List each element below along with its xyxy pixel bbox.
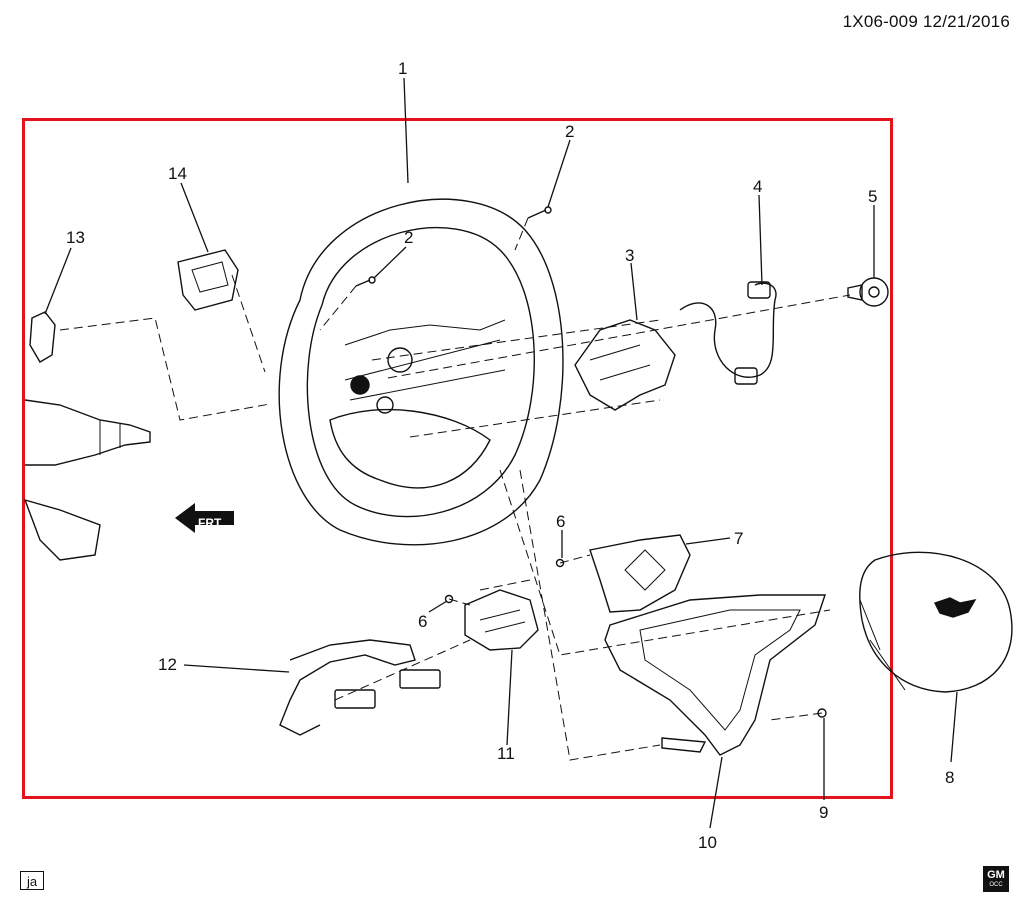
assembly-lines bbox=[59, 217, 851, 761]
callout-2-lower: 2 bbox=[404, 228, 413, 247]
locale-tag: ja bbox=[20, 871, 44, 890]
switch-left bbox=[464, 589, 539, 651]
diagram-id-and-date: 1X06-009 12/21/2016 bbox=[842, 12, 1010, 31]
steering-wheel bbox=[278, 198, 564, 546]
callout-6-left: 6 bbox=[418, 612, 427, 631]
mounting-bracket bbox=[574, 319, 676, 411]
screw-left bbox=[444, 594, 454, 604]
callout-14: 14 bbox=[168, 164, 187, 183]
callout-3: 3 bbox=[625, 246, 634, 265]
diagram-frame bbox=[22, 118, 893, 799]
horn-button bbox=[29, 311, 56, 363]
callout-7: 7 bbox=[734, 529, 743, 548]
harness-left bbox=[279, 639, 441, 736]
bolt-upper bbox=[527, 206, 552, 219]
wiring-harness bbox=[679, 281, 777, 385]
airbag-module bbox=[859, 551, 1013, 693]
plug-button bbox=[847, 277, 889, 307]
steering-column bbox=[23, 399, 151, 561]
callout-8: 8 bbox=[945, 768, 954, 787]
callout-1: 1 bbox=[398, 59, 407, 78]
screw-right bbox=[555, 558, 565, 568]
callout-5: 5 bbox=[868, 187, 877, 206]
callout-11: 11 bbox=[497, 744, 515, 763]
bolt-lower bbox=[355, 276, 376, 287]
cover-plate bbox=[177, 249, 239, 311]
direction-label: FRT bbox=[198, 516, 222, 530]
front-direction-arrow: FRT bbox=[175, 503, 234, 533]
trim-cover bbox=[604, 594, 826, 756]
callout-2-upper: 2 bbox=[565, 122, 574, 141]
callout-10: 10 bbox=[698, 833, 717, 852]
callout-12: 12 bbox=[158, 655, 177, 674]
switch-right bbox=[589, 534, 691, 613]
callout-6-right: 6 bbox=[556, 512, 565, 531]
callout-13: 13 bbox=[66, 228, 85, 247]
callout-9: 9 bbox=[819, 803, 828, 822]
callout-leaders bbox=[44, 77, 958, 829]
callout-4: 4 bbox=[753, 177, 762, 196]
screw-lower bbox=[817, 708, 827, 718]
